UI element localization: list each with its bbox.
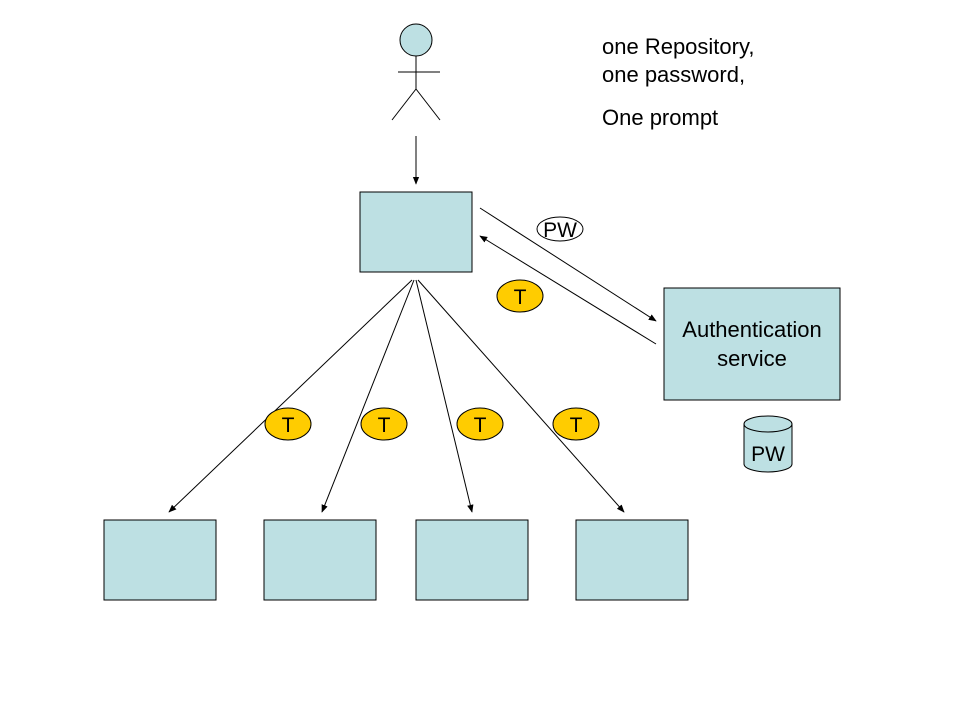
client-to-service-2-arrow [321,279,415,513]
auth-service-label-line1: Authentication [682,317,821,342]
client-box [359,191,473,273]
token-service-4-label: T [570,414,583,437]
token-service-2-label: T [378,414,391,437]
service-box-1 [103,519,217,601]
client-to-service-3-arrow [415,279,474,513]
service-box-2 [263,519,377,601]
token-auth-label: T [514,286,527,309]
database-icon: PW [743,415,793,473]
token-service-1-label: T [282,414,295,437]
service-box-4 [575,519,689,601]
password-message: PW [536,216,584,242]
token-service-3-label: T [474,414,487,437]
password-message-label: PW [543,219,577,242]
token-service-3: T [456,407,504,441]
token-service-1: T [264,407,312,441]
service-box-3 [415,519,529,601]
caption-one-repository: one Repository, [602,34,755,59]
authentication-service-box [663,287,841,401]
auth-service-label-line2: service [717,346,787,371]
token-service-4: T [552,407,600,441]
database-label: PW [751,443,785,466]
password-request-arrow [479,207,657,322]
client-to-service-4-arrow [417,279,625,513]
token-service-2: T [360,407,408,441]
client-to-service-1-arrow [168,279,413,513]
token-response-arrow [479,235,657,345]
caption-one-password: one password, [602,62,746,87]
user-icon [391,23,441,121]
caption-one-prompt: One prompt [602,105,719,130]
token-auth: T [496,279,544,313]
